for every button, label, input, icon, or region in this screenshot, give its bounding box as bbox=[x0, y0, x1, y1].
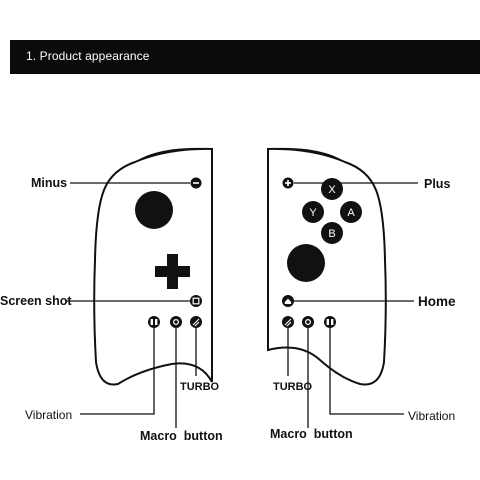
section-title: 1. Product appearance bbox=[26, 49, 150, 63]
dpad-icon bbox=[155, 254, 190, 289]
face-button-x: X bbox=[321, 178, 343, 200]
right-controller: X Y A B bbox=[267, 147, 387, 386]
label-minus: Minus bbox=[31, 176, 67, 190]
label-plus: Plus bbox=[424, 177, 450, 191]
home-icon bbox=[284, 298, 292, 304]
label-vibration-left: Vibration bbox=[25, 408, 72, 422]
label-turbo-right: TURBO bbox=[273, 381, 313, 393]
label-macro-right: Macro button bbox=[270, 427, 353, 441]
label-vibration-right: Vibration bbox=[408, 409, 455, 423]
left-analog-stick bbox=[135, 191, 173, 229]
leader-lines bbox=[66, 182, 418, 428]
face-button-b-label: B bbox=[328, 228, 335, 240]
screenshot-button bbox=[190, 295, 202, 307]
section-banner: 1. Product appearance bbox=[10, 40, 480, 74]
vibration-toggle-left bbox=[148, 316, 160, 328]
face-button-a-label: A bbox=[347, 207, 355, 219]
leader-vibration-left bbox=[80, 328, 155, 415]
face-button-y: Y bbox=[302, 201, 324, 223]
left-controller-body bbox=[93, 147, 213, 386]
face-button-b: B bbox=[321, 222, 343, 244]
label-screenshot: Screen shot bbox=[0, 294, 72, 308]
label-home: Home bbox=[418, 294, 456, 309]
label-macro-left: Macro button bbox=[140, 429, 223, 443]
macro-button-right bbox=[302, 316, 314, 328]
face-button-y-label: Y bbox=[309, 207, 317, 219]
face-button-a: A bbox=[340, 201, 362, 223]
left-controller bbox=[93, 147, 213, 386]
leader-vibration-right bbox=[329, 328, 404, 415]
vibration-toggle-right bbox=[324, 316, 336, 328]
face-button-x-label: X bbox=[328, 184, 336, 196]
right-analog-stick bbox=[287, 244, 325, 282]
label-turbo-left: TURBO bbox=[180, 381, 220, 393]
macro-button-left bbox=[170, 316, 182, 328]
